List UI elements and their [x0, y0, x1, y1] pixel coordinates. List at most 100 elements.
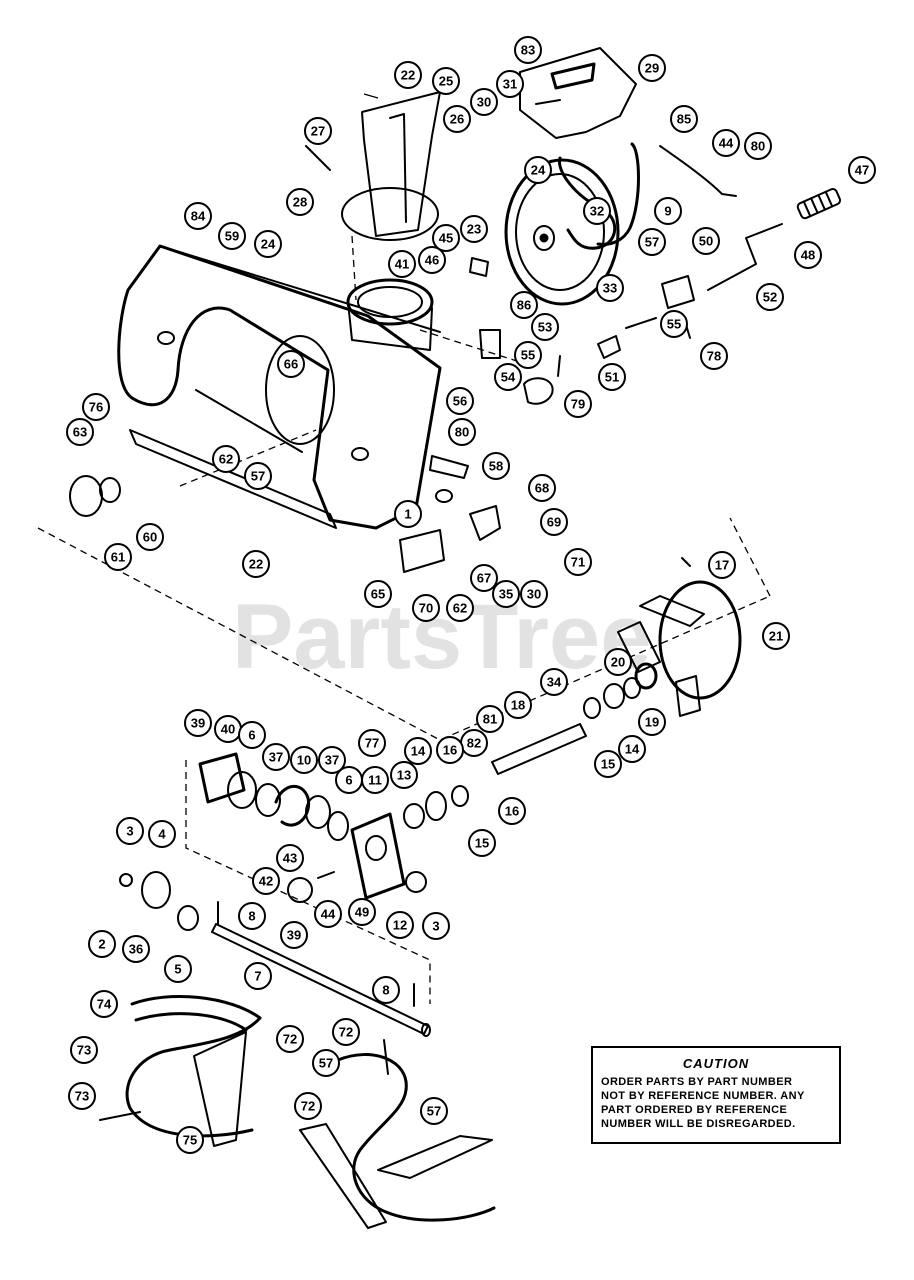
callout-number: 9	[664, 204, 671, 219]
callout-number: 44	[321, 907, 336, 922]
callout-number: 19	[645, 715, 659, 730]
callout-number: 48	[801, 248, 815, 263]
callout-circle	[66, 418, 94, 446]
callout-number: 67	[477, 571, 491, 586]
callout-86: 86	[510, 291, 538, 319]
callout-circle	[564, 390, 592, 418]
callout-number: 46	[425, 253, 439, 268]
callout-number: 76	[89, 400, 103, 415]
callout-number: 62	[453, 601, 467, 616]
callout-number: 57	[319, 1056, 333, 1071]
callout-number: 74	[97, 997, 112, 1012]
callout-number: 30	[477, 95, 491, 110]
callout-number: 30	[527, 587, 541, 602]
callout-number: 23	[467, 222, 481, 237]
callout-circle	[276, 1025, 304, 1053]
callout-circle	[540, 508, 568, 536]
caution-title: CAUTION	[682, 1056, 750, 1071]
caution-notice: CAUTION ORDER PARTS BY PART NUMBER NOT B…	[591, 1046, 841, 1144]
callout-number: 55	[521, 348, 535, 363]
callout-number: 57	[251, 469, 265, 484]
callout-22: 22	[242, 550, 270, 578]
callout-circle	[482, 452, 510, 480]
callout-42: 42	[252, 867, 280, 895]
callout-20: 20	[604, 648, 632, 676]
callout-circle	[388, 250, 416, 278]
callout-circle	[762, 622, 790, 650]
callout-circle	[638, 708, 666, 736]
callout-circle	[432, 224, 460, 252]
callout-24: 24	[524, 156, 552, 184]
callout-circle	[82, 393, 110, 421]
callout-number: 6	[345, 773, 352, 788]
callout-circle	[654, 197, 682, 225]
callout-circle	[700, 342, 728, 370]
callout-circle	[280, 921, 308, 949]
callout-76: 76	[82, 393, 110, 421]
callout-circle	[212, 445, 240, 473]
callout-circle	[242, 550, 270, 578]
callout-55: 55	[660, 310, 688, 338]
callout-circle	[756, 283, 784, 311]
callout-12: 12	[386, 911, 414, 939]
callout-circle	[670, 105, 698, 133]
chute-ring	[346, 278, 434, 351]
callout-number: 21	[769, 629, 783, 644]
callout-circle	[422, 912, 450, 940]
callout-number: 12	[393, 918, 407, 933]
callout-78: 78	[700, 342, 728, 370]
callout-53: 53	[531, 313, 559, 341]
callout-14: 14	[404, 737, 432, 765]
callout-number: 35	[499, 587, 513, 602]
callout-circle	[276, 844, 304, 872]
callout-57: 57	[244, 462, 272, 490]
callout-number: 36	[129, 942, 143, 957]
callout-62: 62	[212, 445, 240, 473]
callout-58: 58	[482, 452, 510, 480]
callout-number: 37	[269, 750, 283, 765]
callout-number: 53	[538, 320, 552, 335]
callout-62: 62	[446, 594, 474, 622]
callout-23: 23	[460, 215, 488, 243]
callout-number: 54	[501, 370, 516, 385]
callout-number: 17	[715, 558, 729, 573]
callout-number: 75	[183, 1133, 197, 1148]
callout-circle	[496, 70, 524, 98]
callout-circle	[361, 766, 389, 794]
callout-circle	[492, 580, 520, 608]
callout-circle	[148, 820, 176, 848]
callout-circle	[524, 156, 552, 184]
caution-line: PART ORDERED BY REFERENCE	[601, 1104, 788, 1116]
callout-31: 31	[496, 70, 524, 98]
callout-37: 37	[318, 746, 346, 774]
callout-41: 41	[388, 250, 416, 278]
callout-circle	[514, 341, 542, 369]
callout-circle	[598, 363, 626, 391]
callout-circle	[744, 132, 772, 160]
callout-39: 39	[280, 921, 308, 949]
callout-circle	[332, 1018, 360, 1046]
callout-circle	[252, 867, 280, 895]
callout-65: 65	[364, 580, 392, 608]
chute-deflector	[519, 47, 637, 139]
callout-number: 24	[261, 237, 276, 252]
callout-number: 52	[763, 290, 777, 305]
callout-number: 32	[590, 204, 604, 219]
callout-number: 49	[355, 905, 369, 920]
callout-75: 75	[176, 1126, 204, 1154]
callout-number: 72	[339, 1025, 353, 1040]
callout-16: 16	[436, 736, 464, 764]
callout-circle	[708, 551, 736, 579]
callout-circle	[372, 976, 400, 1004]
callout-number: 26	[450, 112, 464, 127]
callout-number: 86	[517, 298, 531, 313]
callout-number: 16	[443, 743, 457, 758]
reference-line	[419, 329, 521, 363]
callout-number: 72	[301, 1099, 315, 1114]
callout-number: 83	[521, 43, 535, 58]
callout-number: 15	[475, 836, 489, 851]
callout-54: 54	[494, 363, 522, 391]
callout-circle	[238, 902, 266, 930]
callout-9: 9	[654, 197, 682, 225]
